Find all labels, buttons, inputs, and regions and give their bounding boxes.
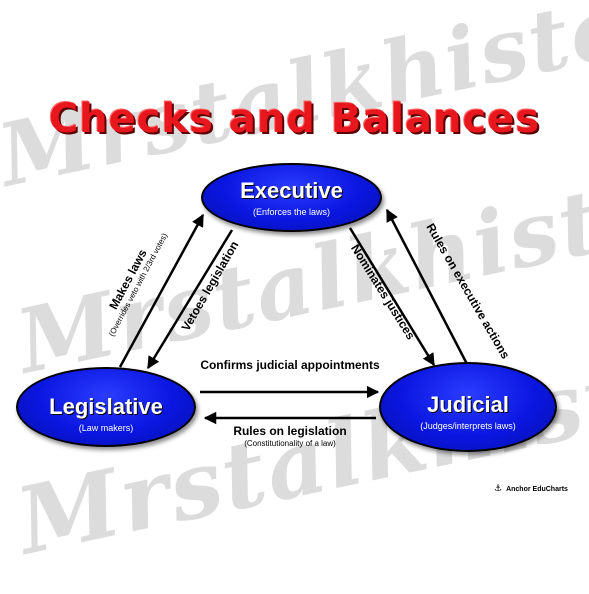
confirms-label: Confirms judicial appointments — [200, 358, 380, 372]
legislative-name: Legislative — [49, 394, 163, 419]
arrow-vetoes — [146, 229, 234, 370]
judicial-name: Judicial — [427, 392, 509, 417]
diagram-title: Checks and Balances — [48, 96, 541, 142]
brand-text: Anchor EduCharts — [506, 486, 568, 493]
arrow-makes-laws — [118, 213, 205, 368]
executive-name: Executive — [240, 178, 343, 203]
judicial-node: Judicial (Judges/interprets laws) — [379, 362, 557, 452]
brand: ⚓Anchor EduCharts — [494, 483, 568, 494]
executive-node: Executive (Enforces the laws) — [201, 163, 382, 232]
arrow-rules-exec — [385, 208, 469, 365]
rules-leg-sub: (Constitutionality of a law) — [244, 439, 336, 448]
rules-leg-text: Rules on legislation — [233, 424, 347, 438]
rules-leg-label: Rules on legislation (Constitutionality … — [200, 424, 380, 448]
anchor-icon: ⚓ — [494, 483, 503, 493]
arrow-nominates — [348, 227, 436, 367]
executive-sub: (Enforces the laws) — [252, 207, 331, 217]
judicial-sub: (Judges/interprets laws) — [420, 421, 516, 431]
legislative-node: Legislative (Law makers) — [16, 367, 196, 447]
legislative-sub: (Law makers) — [78, 423, 134, 433]
